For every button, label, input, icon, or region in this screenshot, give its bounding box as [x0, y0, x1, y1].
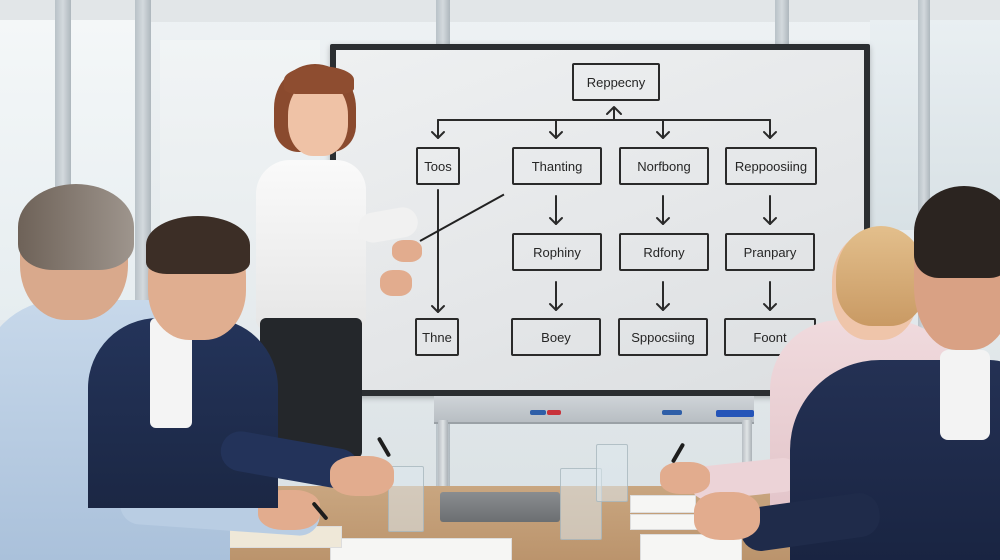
whiteboard: Reppecny Toos Thanting Norfbong Reppoosi… — [330, 44, 870, 396]
flowchart-node: Pranpary — [725, 233, 815, 271]
flowchart-connectors — [431, 106, 777, 313]
flowchart-node: Norfbong — [619, 147, 709, 185]
closed-laptop — [440, 492, 560, 522]
flowchart-node: Thanting — [512, 147, 602, 185]
marker-icon — [662, 410, 682, 415]
water-glass — [596, 444, 628, 502]
board-stand-leg — [438, 420, 448, 490]
whiteboard-tray — [434, 396, 754, 424]
board-stand-leg — [742, 420, 752, 490]
marker-icon — [547, 410, 561, 415]
flowchart-node: Rdfony — [619, 233, 709, 271]
ceiling — [0, 0, 1000, 22]
water-glass — [388, 466, 424, 532]
flowchart-node: Reppoosiing — [725, 147, 817, 185]
whiteboard-surface: Reppecny Toos Thanting Norfbong Reppoosi… — [336, 50, 864, 390]
water-glass — [560, 468, 602, 540]
marker-icon — [530, 410, 546, 415]
pen-icon — [376, 436, 392, 458]
paper-sheet — [330, 538, 512, 560]
notepad — [640, 534, 742, 560]
notepad — [630, 495, 696, 513]
flowchart-node: Sppocsiing — [618, 318, 708, 356]
flowchart-node-root: Reppecny — [572, 63, 660, 101]
flowchart-node: Toos — [416, 147, 460, 185]
flowchart-node: Rophiny — [512, 233, 602, 271]
notepad — [630, 514, 702, 530]
flowchart-node: Boey — [511, 318, 601, 356]
eraser-icon — [716, 410, 754, 417]
pen-icon — [670, 442, 686, 464]
flowchart-node: Thne — [415, 318, 459, 356]
